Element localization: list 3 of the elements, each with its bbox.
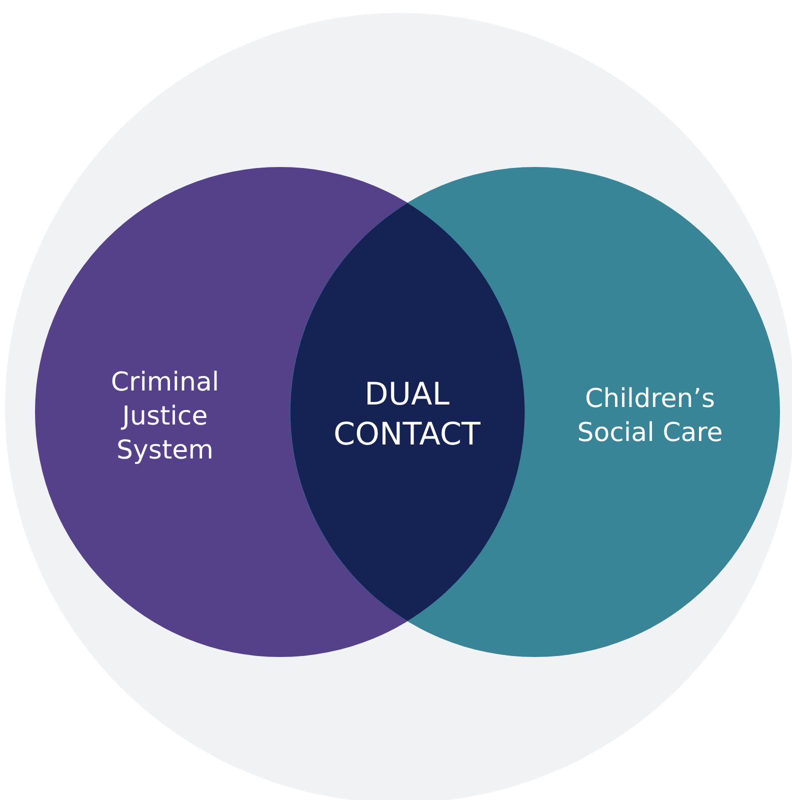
circle-label: Criminal Justice System — [110, 366, 220, 467]
circle-label: Children’s Social Care — [576, 383, 724, 450]
circle-label: DUAL CONTACT — [332, 376, 482, 455]
